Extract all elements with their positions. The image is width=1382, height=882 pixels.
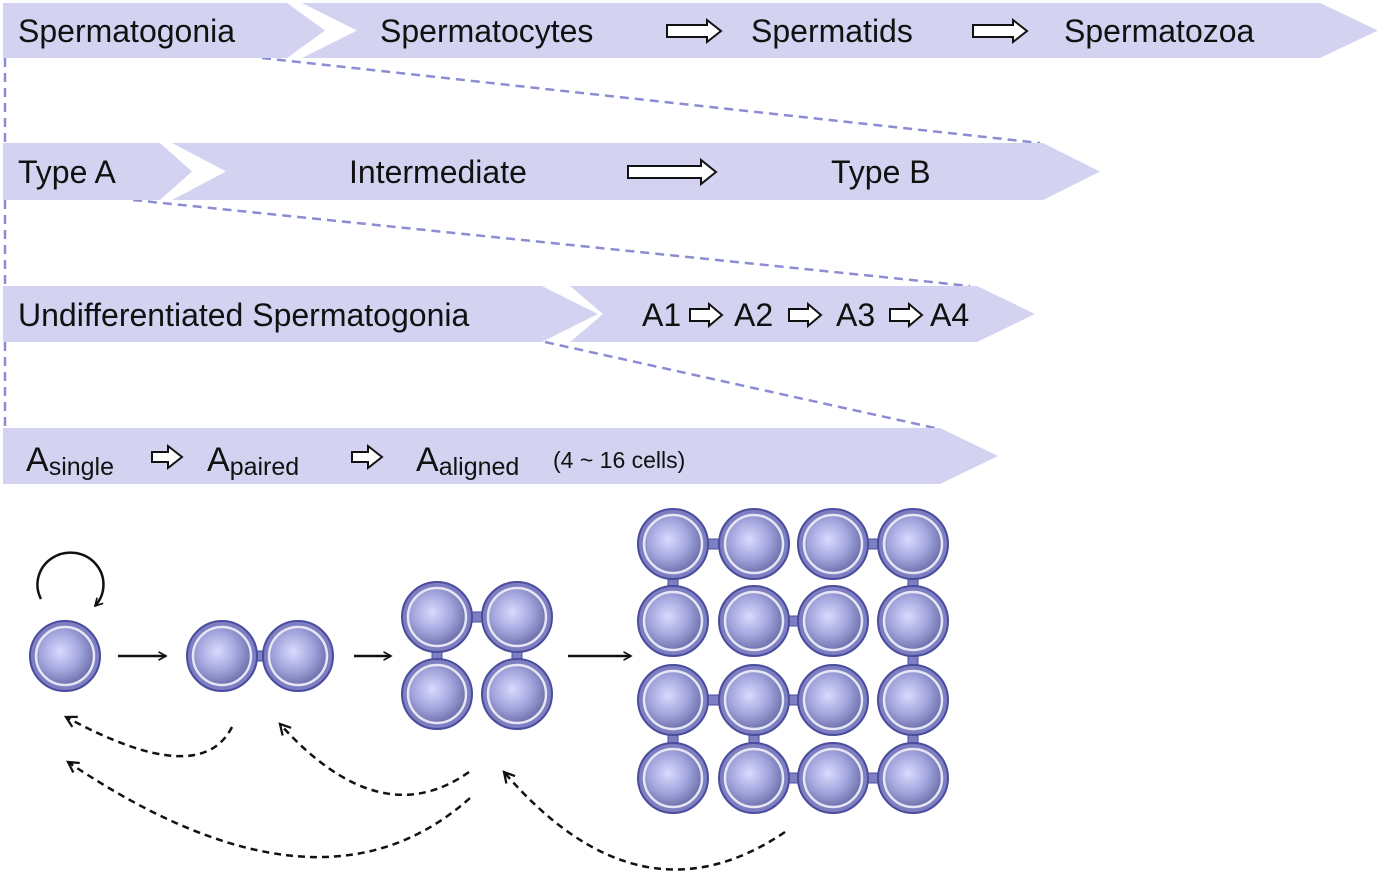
dashed-curved-arrow-icon <box>502 770 786 871</box>
cell <box>877 664 949 736</box>
hollow-arrow-icon <box>889 301 924 329</box>
cell <box>797 664 869 736</box>
label-undifferentiated: Undifferentiated Spermatogonia <box>18 297 469 333</box>
cell-bridges <box>221 538 919 784</box>
label-a-aligned: Aaligned <box>416 441 519 481</box>
dashed-curved-arrow-icon <box>278 722 470 797</box>
row-undifferentiated: Asingle Apaired Aaligned (4 ~ 16 cells) <box>3 428 998 484</box>
row-stages: Spermatogonia Spermatocytes Spermatids S… <box>3 3 1378 58</box>
cell <box>637 585 709 657</box>
cell <box>797 742 869 814</box>
cell <box>186 620 258 692</box>
cell <box>262 620 334 692</box>
label-spermatocytes: Spermatocytes <box>380 13 593 49</box>
cell <box>877 508 949 580</box>
cell <box>29 620 101 692</box>
cell <box>637 664 709 736</box>
division-arrows <box>36 551 631 656</box>
cell <box>797 585 869 657</box>
hollow-arrow-icon <box>788 301 823 329</box>
banner-type-a <box>3 143 192 200</box>
label-a3: A3 <box>836 297 875 333</box>
connector-lines <box>3 56 1041 430</box>
cell <box>401 658 473 730</box>
label-intermediate: Intermediate <box>349 154 527 190</box>
connector-right-2 <box>132 198 971 288</box>
cell <box>637 742 709 814</box>
label-a1: A1 <box>642 297 681 333</box>
cell <box>877 742 949 814</box>
hollow-arrow-icon <box>972 17 1029 45</box>
cell <box>718 664 790 736</box>
reversion-arrows <box>63 715 786 871</box>
dashed-curved-arrow-icon <box>66 760 471 859</box>
label-spermatids: Spermatids <box>751 13 913 49</box>
label-aligned-note: (4 ~ 16 cells) <box>553 447 685 473</box>
dashed-curved-arrow-icon <box>63 715 234 758</box>
cell <box>401 581 473 653</box>
label-spermatozoa: Spermatozoa <box>1064 13 1255 49</box>
label-a4: A4 <box>930 297 969 333</box>
connector-right-3 <box>544 340 936 430</box>
banner-undifferentiated <box>3 286 598 342</box>
hollow-arrow-icon <box>151 443 184 471</box>
row-spermatogonia-types: Type A Intermediate Type B <box>3 143 1100 200</box>
label-a-paired: Apaired <box>207 441 299 481</box>
connector-right-1 <box>261 56 1041 145</box>
cells <box>29 508 949 814</box>
cell <box>481 658 553 730</box>
cell <box>481 581 553 653</box>
label-type-a: Type A <box>18 154 117 190</box>
hollow-arrow-icon <box>351 443 384 471</box>
banner-spermatocytes <box>302 3 1378 58</box>
circular-arrow-icon <box>36 551 105 606</box>
label-a-single: Asingle <box>26 441 114 481</box>
cell <box>877 585 949 657</box>
cell <box>637 508 709 580</box>
banner-spermatogonia <box>3 3 325 58</box>
row-type-a: Undifferentiated Spermatogonia A1 A2 A3 … <box>3 286 1035 342</box>
label-a2: A2 <box>734 297 773 333</box>
cell <box>718 742 790 814</box>
cell <box>718 508 790 580</box>
cell <box>797 508 869 580</box>
hollow-arrow-icon <box>689 301 724 329</box>
banner-asingle-apaired-aaligned <box>3 428 998 484</box>
hollow-arrow-icon <box>627 157 718 187</box>
label-spermatogonia: Spermatogonia <box>18 13 235 49</box>
cell <box>718 585 790 657</box>
hollow-arrow-icon <box>666 17 723 45</box>
label-type-b: Type B <box>831 154 931 190</box>
